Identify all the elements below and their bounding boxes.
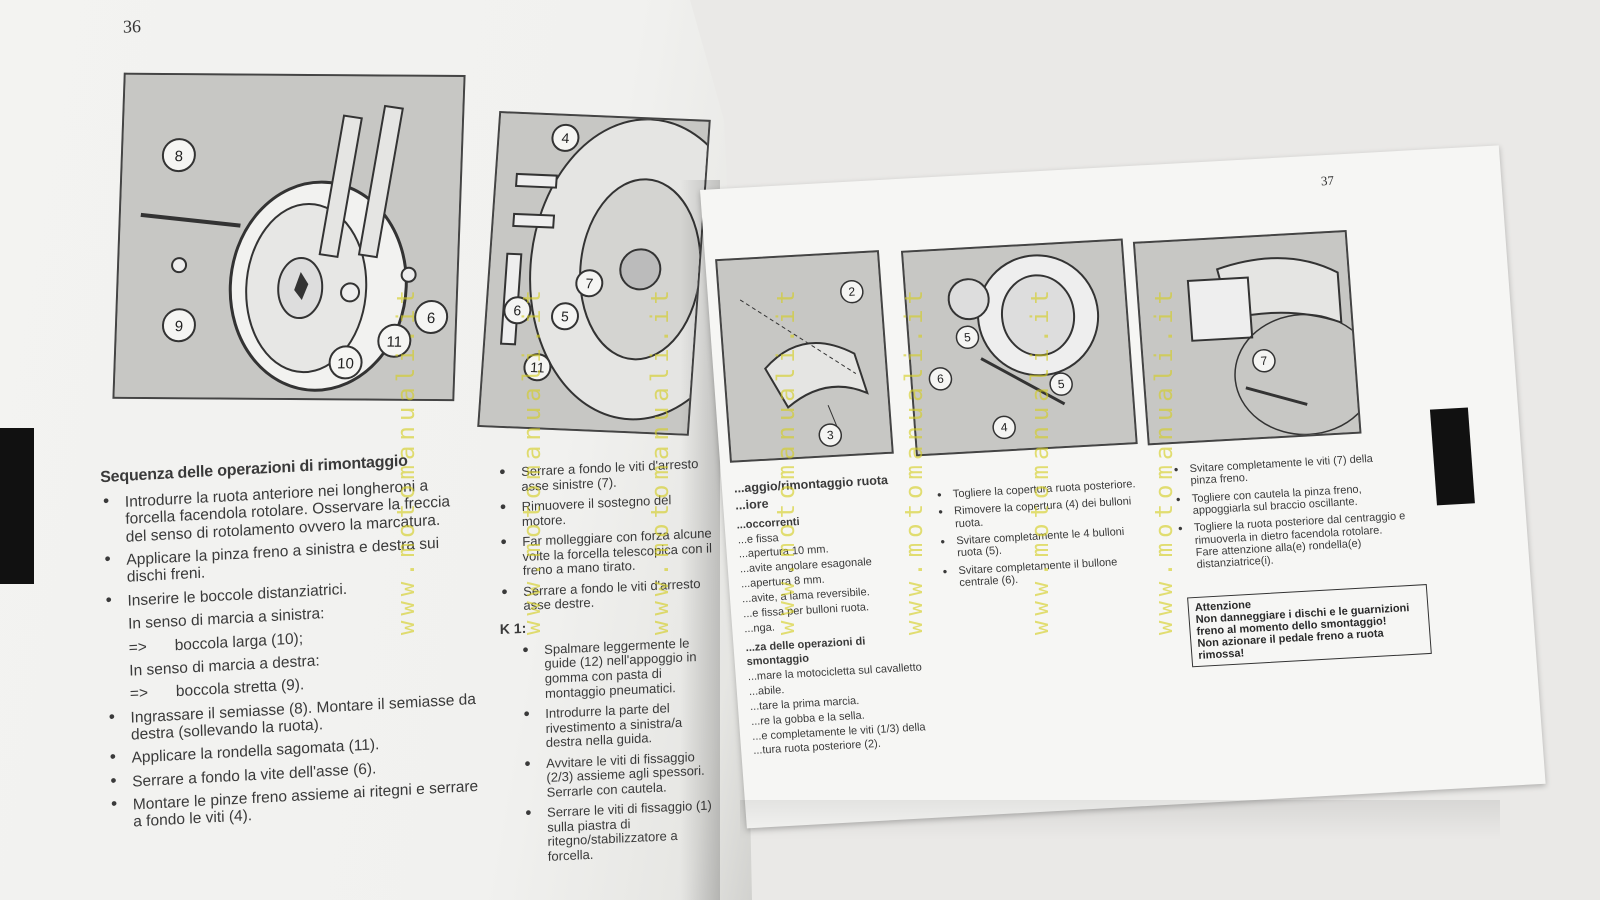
rear-wheel-illustration: 5 6 5 4 [903,240,1136,455]
list-item: Togliere la ruota posteriore dal centrag… [1176,510,1409,572]
front-wheel-illustration: 8 9 10 11 6 [114,74,464,400]
watermark: www.motomanuali.it [518,285,546,636]
rear-cover-illustration: 2 3 [717,252,892,461]
fig2-callout-7: 7 [585,275,594,291]
fig4-callout-4: 4 [1000,420,1008,434]
watermark: www.motomanuali.it [1150,285,1178,636]
right-page: 37 2 3 [700,145,1546,829]
fig2-callout-5: 5 [561,308,570,324]
pinza-steps: Svitare completamente le viti (7) della … [1171,451,1409,572]
black-edge-tab-left [0,428,34,584]
left-page: 36 8 [0,0,752,900]
left-page-content: 36 8 [0,0,752,900]
page-bottom-shadow [740,800,1500,840]
arrow-symbol: => [128,638,148,657]
fig1-callout-9: 9 [174,318,183,335]
watermark: www.motomanuali.it [392,285,420,636]
brake-caliper-illustration: 4 6 5 7 11 [479,113,709,434]
fig2-callout-6: 6 [513,302,522,318]
bush-narrow: boccola stretta (9). [175,676,305,701]
left-column-text: Sequenza delle operazioni di rimontaggio… [100,449,480,838]
figure-rear-wheel-bolts: 5 6 5 4 [900,238,1138,457]
black-edge-tab-right [1429,407,1475,506]
fig1-callout-6: 6 [427,310,436,327]
fig5-callout-7: 7 [1260,354,1268,368]
right-third-column: Svitare completamente le viti (7) della … [1171,451,1409,577]
warning-box: Attenzione Non danneggiare i dischi e le… [1187,584,1432,668]
rear-caliper-illustration: 7 [1135,232,1360,444]
fig2-callout-4: 4 [561,130,570,146]
fig2-callout-11: 11 [530,359,546,376]
heading-smontaggio-ruota: ...aggio/rimontaggio ruota ...iore [733,472,889,513]
figure-brake-caliper: 4 6 5 7 11 [477,111,711,436]
arrow-symbol: => [129,684,149,703]
fig4-callout-6: 6 [937,372,945,386]
page-number-right: 37 [1320,172,1335,189]
fig3-callout-3: 3 [826,428,834,442]
figure-front-wheel: 8 9 10 11 6 [112,72,466,402]
page-number-left: 36 [123,16,141,37]
figure-rear-cover: 2 3 [715,250,894,463]
fig4-callout-5b: 5 [1057,377,1065,391]
fig4-callout-5: 5 [964,330,972,344]
rimontaggio-steps: Introdurre la ruota anteriore nei longhe… [101,475,480,832]
watermark: www.motomanuali.it [900,285,928,636]
figure-rear-caliper: 7 [1132,229,1362,446]
watermark: www.motomanuali.it [1026,285,1054,636]
watermark: www.motomanuali.it [646,285,674,636]
fig1-callout-8: 8 [174,148,183,165]
watermark: www.motomanuali.it [772,285,800,636]
fig1-callout-10: 10 [337,355,354,372]
fig3-callout-2: 2 [848,284,856,298]
bush-large: boccola larga (10); [174,629,304,654]
fig1-callout-11: 11 [386,334,402,351]
